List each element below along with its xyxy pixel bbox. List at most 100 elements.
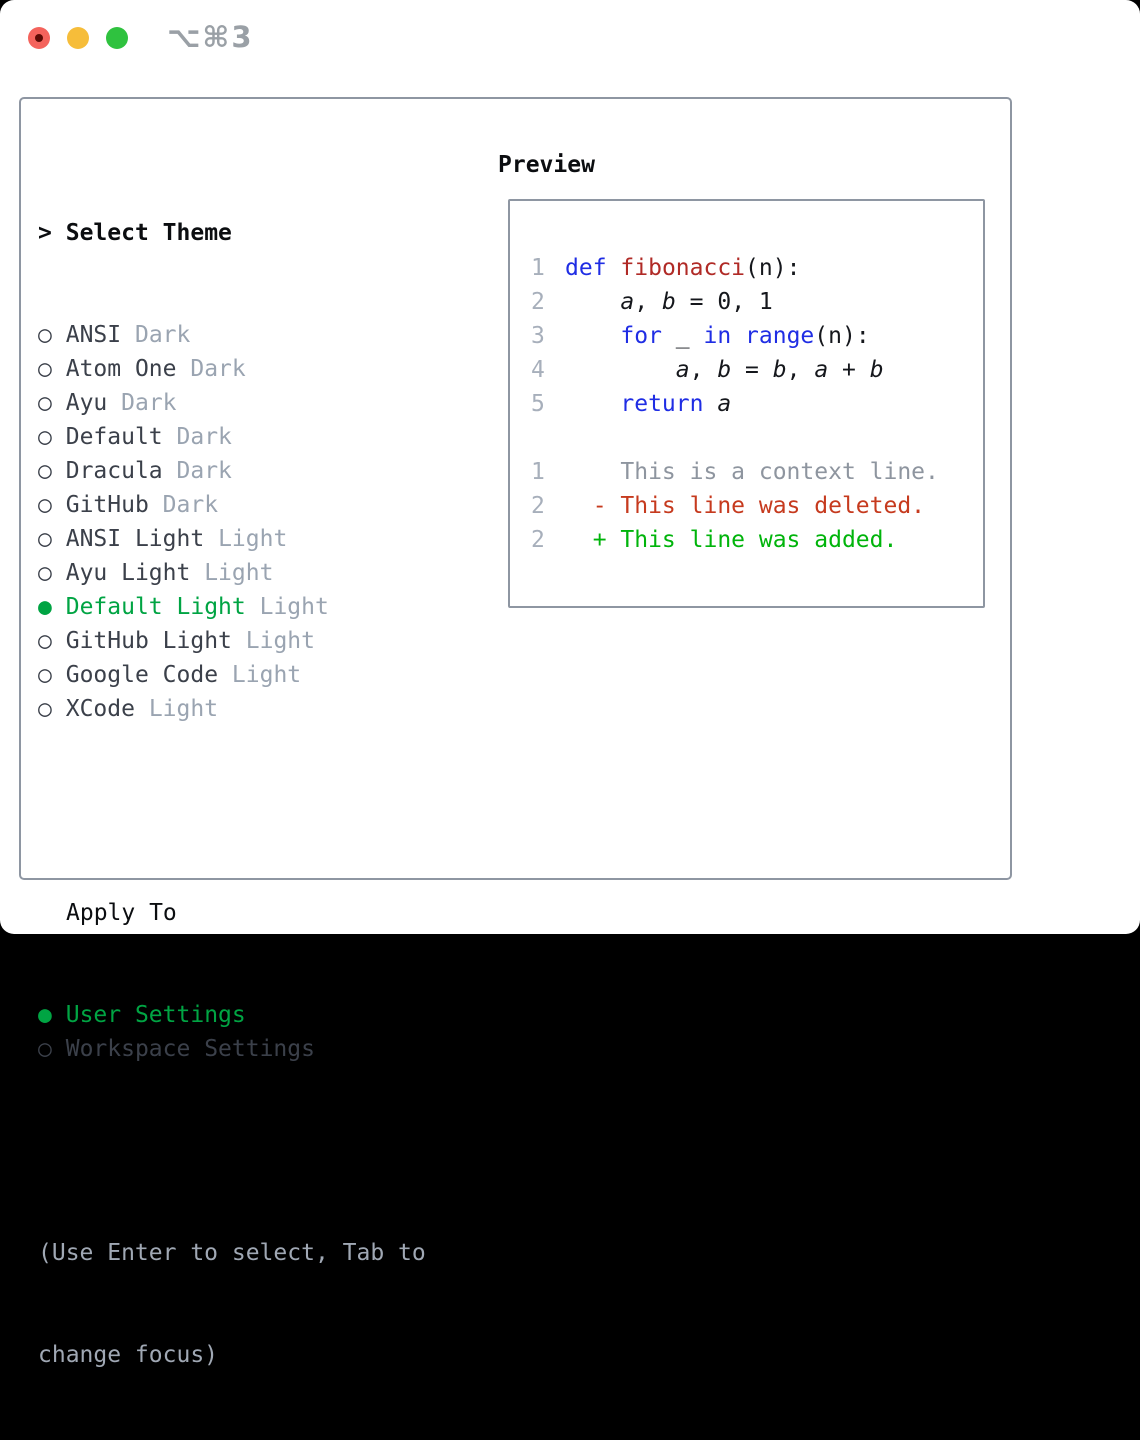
theme-column: > Select Theme ○ ANSI Dark○ Atom One Dar…: [38, 148, 426, 1440]
radio-icon: ○: [38, 662, 52, 688]
preview-line: 2 - This line was deleted.: [531, 489, 983, 523]
line-number: 3: [531, 323, 545, 349]
theme-name: Default Light: [65, 594, 246, 620]
prompt-icon: >: [38, 220, 52, 246]
radio-icon: ○: [38, 458, 52, 484]
theme-option-ansi-light[interactable]: ○ ANSI Light Light: [38, 522, 426, 556]
preview-line: 1 def fibonacci(n):: [531, 251, 983, 285]
radio-selected-icon: ●: [38, 594, 52, 620]
theme-option-google-code[interactable]: ○ Google Code Light: [38, 658, 426, 692]
preview-line: 3 for _ in range(n):: [531, 319, 983, 353]
theme-option-dracula[interactable]: ○ Dracula Dark: [38, 454, 426, 488]
line-number: 2: [531, 289, 545, 315]
preview-line: [531, 421, 983, 455]
apply-option-user-settings[interactable]: ● User Settings: [38, 998, 426, 1032]
preview-header: Preview: [498, 152, 595, 178]
theme-option-default[interactable]: ○ Default Dark: [38, 420, 426, 454]
line-number: 4: [531, 357, 545, 383]
line-content: a, b = b, a + b: [675, 357, 884, 383]
keyboard-shortcut-label: ⌥⌘3: [167, 20, 254, 54]
radio-icon: ○: [38, 322, 52, 348]
theme-option-github[interactable]: ○ GitHub Dark: [38, 488, 426, 522]
theme-name: Ayu Light: [65, 560, 191, 586]
radio-icon: ○: [38, 390, 52, 416]
theme-variant: Light: [218, 526, 288, 552]
theme-option-ayu-light[interactable]: ○ Ayu Light Light: [38, 556, 426, 590]
line-number: [531, 421, 565, 455]
radio-icon: ○: [38, 356, 52, 382]
theme-option-ansi[interactable]: ○ ANSI Dark: [38, 318, 426, 352]
line-number: 2: [531, 493, 545, 519]
theme-variant: Light: [231, 662, 302, 688]
spacer: [38, 1134, 426, 1168]
line-content: + This line was added.: [565, 527, 898, 553]
theme-option-default-light[interactable]: ● Default Light Light: [38, 590, 426, 624]
radio-icon: ○: [38, 696, 52, 722]
help-text-line-2: change focus): [38, 1342, 219, 1368]
theme-name: GitHub Light: [65, 628, 232, 654]
radio-icon: ○: [38, 628, 52, 654]
select-theme-title: Select Theme: [65, 220, 232, 246]
line-content: - This line was deleted.: [565, 493, 926, 519]
radio-icon: ○: [38, 526, 52, 552]
radio-icon: ○: [38, 424, 52, 450]
line-number: 1: [531, 255, 545, 281]
theme-name: XCode: [65, 696, 135, 722]
preview-line: 2 a, b = 0, 1: [531, 285, 983, 319]
theme-option-github-light[interactable]: ○ GitHub Light Light: [38, 624, 426, 658]
theme-variant: Dark: [176, 458, 232, 484]
line-number: 2: [531, 527, 545, 553]
radio-icon: ○: [38, 492, 52, 518]
theme-variant: Light: [259, 594, 329, 620]
spacer: [38, 794, 426, 828]
theme-name: Google Code: [65, 662, 219, 688]
line-content: for _ in range(n):: [620, 323, 870, 349]
line-number: 1: [531, 459, 545, 485]
preview-line: 4 a, b = b, a + b: [531, 353, 983, 387]
theme-name: Default: [65, 424, 163, 450]
close-button-icon[interactable]: [28, 27, 50, 49]
theme-name: ANSI: [65, 322, 122, 348]
line-content: def fibonacci(n):: [565, 255, 801, 281]
theme-list: ○ ANSI Dark○ Atom One Dark○ Ayu Dark○ De…: [38, 318, 426, 726]
theme-variant: Dark: [162, 492, 219, 518]
app-window: ⌥⌘3 > Select Theme ○ ANSI Dark○ Atom One…: [0, 0, 1140, 1368]
zoom-button-icon[interactable]: [106, 27, 128, 49]
theme-option-atom-one[interactable]: ○ Atom One Dark: [38, 352, 426, 386]
theme-name: ANSI Light: [65, 526, 205, 552]
dialog-panel: [19, 97, 1012, 880]
preview-line: 1 This is a context line.: [531, 455, 983, 489]
preview-line: 5 return a: [531, 387, 983, 421]
preview-line: 2 + This line was added.: [531, 523, 983, 557]
theme-name: Ayu: [65, 390, 108, 416]
theme-variant: Light: [245, 628, 315, 654]
theme-variant: Dark: [121, 390, 177, 416]
apply-list: ● User Settings○ Workspace Settings: [38, 998, 426, 1066]
apply-to-header: Apply To: [66, 900, 177, 926]
theme-variant: Light: [204, 560, 274, 586]
select-theme-header: > Select Theme: [38, 216, 426, 250]
line-content: return a: [620, 391, 732, 417]
line-content: a, b = 0, 1: [620, 289, 773, 315]
theme-name: Atom One: [65, 356, 177, 382]
theme-name: Dracula: [65, 458, 163, 484]
apply-option-workspace-settings[interactable]: ○ Workspace Settings: [38, 1032, 426, 1066]
radio-icon: ○: [38, 1036, 52, 1062]
theme-name: GitHub: [65, 492, 149, 518]
apply-option-label: Workspace Settings: [65, 1036, 315, 1062]
radio-selected-icon: ●: [38, 1002, 52, 1028]
traffic-lights: [28, 27, 128, 49]
line-content: This is a context line.: [565, 459, 939, 485]
theme-variant: Dark: [134, 322, 191, 348]
minimize-button-icon[interactable]: [67, 27, 89, 49]
radio-icon: ○: [38, 560, 52, 586]
theme-option-ayu[interactable]: ○ Ayu Dark: [38, 386, 426, 420]
help-text-line-1: (Use Enter to select, Tab to: [38, 1240, 426, 1266]
theme-variant: Light: [148, 696, 219, 722]
theme-variant: Dark: [190, 356, 246, 382]
apply-option-label: User Settings: [65, 1002, 246, 1028]
line-number: 5: [531, 391, 545, 417]
theme-option-xcode[interactable]: ○ XCode Light: [38, 692, 426, 726]
